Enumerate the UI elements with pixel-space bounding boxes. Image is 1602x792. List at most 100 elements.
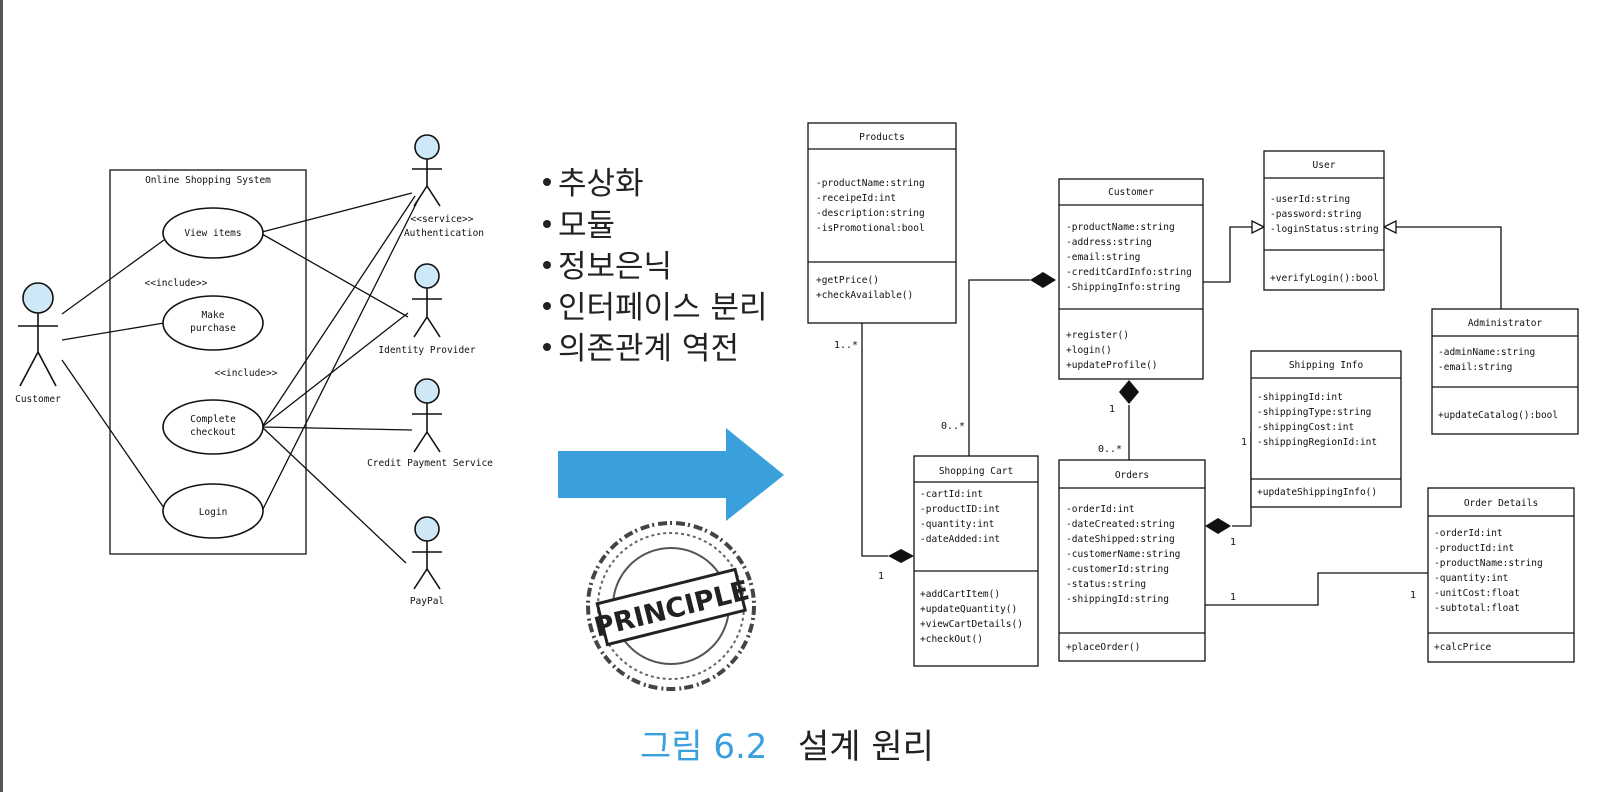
multiplicity-label: 1: [878, 571, 884, 582]
connector-customer-cart: [968, 279, 1030, 456]
class-attr: -status:string: [1066, 579, 1146, 590]
multiplicity-label: 0..*: [941, 421, 965, 432]
class-attr: -adminName:string: [1438, 347, 1535, 358]
class-attr: -email:string: [1066, 252, 1140, 263]
class-attr: -dateCreated:string: [1066, 519, 1175, 530]
composition-diamond-icon: [1119, 380, 1139, 404]
class-attr: -isPromotional:bool: [816, 223, 925, 234]
multiplicity-label: 1: [1109, 404, 1115, 415]
actor-head-icon: [414, 134, 440, 160]
multiplicity-label: 1: [1410, 590, 1416, 601]
use-case-label-line1: Make: [202, 310, 225, 321]
class-attr: -cartId:int: [920, 489, 983, 500]
principle-item: 모듈: [558, 208, 615, 244]
use-case-diagram: Online Shopping System View items <<incl…: [15, 134, 493, 607]
class-name: Shopping Cart: [939, 466, 1013, 477]
class-attr: -orderId:int: [1066, 504, 1135, 515]
class-attr: -productName:string: [816, 178, 925, 189]
class-products: Products -productName:string -receipeId:…: [807, 122, 957, 324]
principle-item: 인터페이스 분리: [558, 290, 768, 326]
actor-customer: Customer: [15, 282, 61, 405]
class-attr: -productId:int: [1434, 543, 1514, 554]
multiplicity-label: 1..*: [834, 340, 858, 351]
class-attr: -customerId:string: [1066, 564, 1169, 575]
connector-orders-details: [1205, 572, 1428, 606]
principles-list: 추상화 모듈 정보은닉 인터페이스 분리 의존관계 역전: [543, 166, 768, 367]
connector-products-cart: [861, 323, 888, 557]
actor-label: Identity Provider: [378, 345, 476, 356]
class-orders: Orders -orderId:int -dateCreated:string …: [1058, 459, 1206, 662]
class-attr: -customerName:string: [1066, 549, 1180, 560]
caption-title: 설계 원리: [798, 727, 934, 767]
class-shipping-info: Shipping Info -shippingId:int -shippingT…: [1250, 350, 1402, 508]
class-attr: -shippingType:string: [1257, 407, 1371, 418]
class-op: +viewCartDetails(): [920, 619, 1023, 630]
include-label: <<include>>: [145, 278, 208, 289]
association-lines: [61, 192, 419, 564]
class-attr: -description:string: [816, 208, 925, 219]
use-case-make-purchase: [162, 295, 264, 351]
class-name: Order Details: [1464, 498, 1538, 509]
class-op: +updateCatalog():bool: [1438, 410, 1558, 421]
bullet-icon: [543, 261, 551, 269]
class-op: +login(): [1066, 345, 1112, 356]
class-order-details: Order Details -orderId:int -productId:in…: [1427, 487, 1575, 663]
figure-caption: 그림 6.2 설계 원리: [640, 727, 934, 767]
multiplicity-labels: 1..* 1 0..* 1 0..* 1 1 1 1: [834, 340, 1416, 603]
class-attr: -userId:string: [1270, 194, 1350, 205]
class-name: Administrator: [1468, 318, 1543, 329]
system-title: Online Shopping System: [145, 175, 271, 186]
class-attr: -password:string: [1270, 209, 1362, 220]
class-attr: -quantity:int: [1434, 573, 1508, 584]
bullet-icon: [543, 302, 551, 310]
actor-authentication: <<service>> Authentication: [404, 134, 484, 239]
class-user: User -userId:string -password:string -lo…: [1263, 150, 1385, 291]
include-label: <<include>>: [215, 368, 278, 379]
class-op: +calcPrice: [1434, 642, 1491, 653]
actor-label: Credit Payment Service: [367, 458, 493, 469]
use-case-view-items: [162, 207, 264, 259]
use-case-label-line1: Complete: [190, 414, 236, 425]
composition-diamond-icon: [1030, 272, 1056, 288]
class-op: +checkAvailable(): [816, 290, 913, 301]
class-op: +updateQuantity(): [920, 604, 1017, 615]
class-shopping-cart: Shopping Cart -cartId:int -productID:int…: [913, 455, 1039, 667]
class-attr: -dateShipped:string: [1066, 534, 1175, 545]
class-attr: -loginStatus:string: [1270, 224, 1379, 235]
actor-label: Customer: [15, 394, 61, 405]
class-attr: -unitCost:float: [1434, 588, 1520, 599]
composition-diamond-icon: [1205, 518, 1231, 534]
composition-diamond-icon: [888, 549, 914, 563]
class-op: +checkOut(): [920, 634, 983, 645]
class-attr: -orderId:int: [1434, 528, 1503, 539]
bullet-icon: [543, 343, 551, 351]
class-name: User: [1313, 160, 1336, 171]
class-attr: -shippingId:int: [1257, 392, 1343, 403]
class-op: +updateShippingInfo(): [1257, 487, 1377, 498]
connector-customer-user: [1203, 226, 1252, 283]
class-attr: -email:string: [1438, 362, 1512, 373]
actor-head-icon: [414, 263, 440, 289]
multiplicity-label: 1: [1230, 537, 1236, 548]
use-case-label: View items: [184, 228, 241, 239]
class-attr: -address:string: [1066, 237, 1152, 248]
actor-head-icon: [414, 378, 440, 404]
class-attr: -subtotal:float: [1434, 603, 1520, 614]
actor-label: PayPal: [410, 596, 444, 607]
bullet-icon: [543, 178, 551, 186]
use-case-login: [162, 483, 264, 539]
class-op: +placeOrder(): [1066, 642, 1140, 653]
class-attr: -ShippingInfo:string: [1066, 282, 1180, 293]
connectors: [861, 219, 1502, 606]
class-attr: -productID:int: [920, 504, 1000, 515]
connector-admin-user: [1396, 226, 1502, 309]
multiplicity-label: 1: [1241, 437, 1247, 448]
class-name: Customer: [1108, 187, 1154, 198]
principle-stamp-icon: PRINCIPLE: [586, 521, 756, 691]
class-name: Shipping Info: [1289, 360, 1364, 371]
actor-paypal: PayPal: [410, 516, 444, 607]
class-attr: -shippingId:string: [1066, 594, 1169, 605]
bullet-icon: [543, 220, 551, 228]
multiplicity-label: 1: [1230, 592, 1236, 603]
class-op: +getPrice(): [816, 275, 879, 286]
